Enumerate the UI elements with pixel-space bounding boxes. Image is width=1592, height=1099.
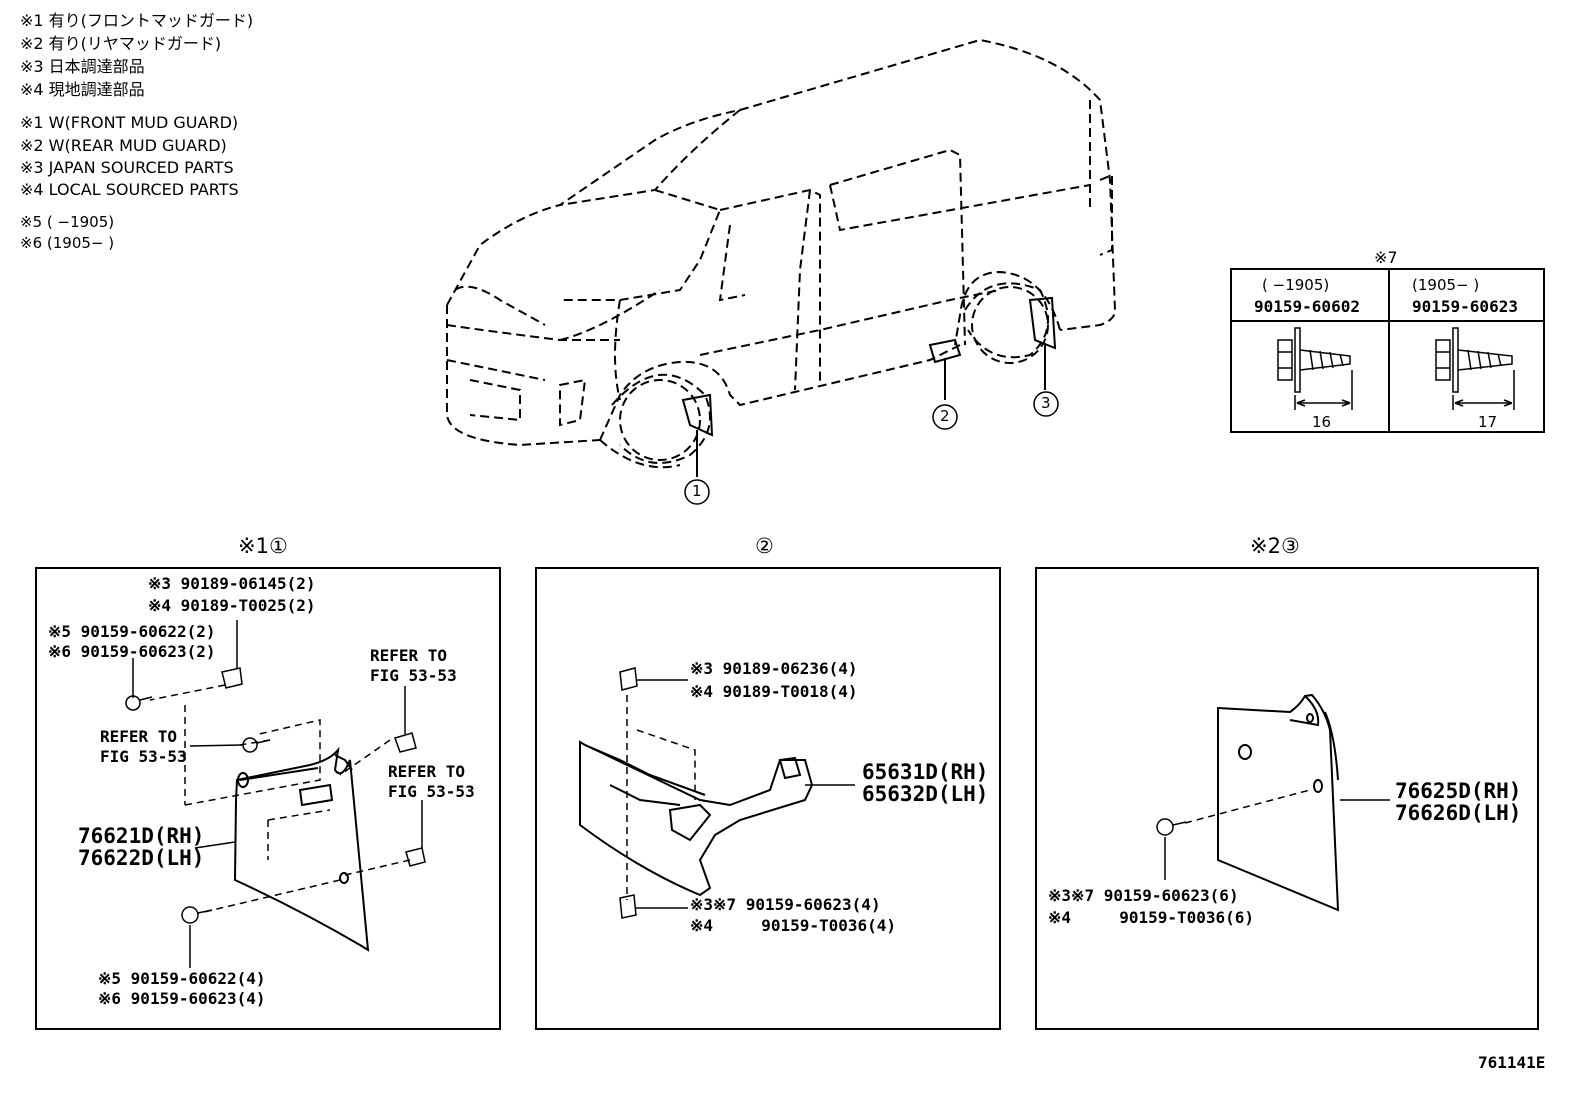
panel-front-mudguard — [35, 567, 501, 1030]
panel1-dashes — [149, 684, 411, 914]
p1-refer-a-1: REFER TO — [370, 646, 448, 665]
p1-label-5-screw-4: ※5 90159-60622(4) — [98, 969, 266, 988]
p2-label-3-7-screw: ※3※7 90159-60623(4) — [690, 895, 881, 914]
panel3-header: ※2③ — [1250, 534, 1300, 558]
p1-label-3-clip: ※3 90189-06145(2) — [148, 574, 316, 593]
panel2-header: ② — [755, 534, 774, 558]
legend-en-1: ※1 W(FRONT MUD GUARD) — [20, 113, 239, 132]
panel2-dashes — [626, 695, 696, 900]
callout-1-circle — [684, 479, 710, 505]
p1-part-lh: 76622D(LH) — [78, 846, 205, 870]
panel-bracket — [535, 567, 1001, 1030]
p3-part-rh: 76625D(RH) — [1395, 779, 1522, 803]
front-mudguard-small — [681, 393, 714, 437]
note7-title: ※7 — [1374, 248, 1398, 267]
note7-part-2: 90159-60623 — [1412, 297, 1518, 316]
p2-label-4-clip: ※4 90189-T0018(4) — [690, 682, 858, 701]
bolt-drawing-17 — [1435, 327, 1515, 410]
legend-ja-1: ※1 有り(フロントマッドガード) — [20, 11, 254, 30]
p1-refer-b-2: FIG 53-53 — [100, 747, 187, 766]
p1-refer-c-1: REFER TO — [388, 762, 466, 781]
p1-refer-a-2: FIG 53-53 — [370, 666, 457, 685]
callout-2-circle — [932, 404, 958, 430]
p2-part-rh: 65631D(RH) — [862, 760, 989, 784]
panel3-fasteners — [1156, 818, 1187, 836]
panel1-fasteners — [125, 667, 426, 924]
panel-rear-mudguard — [1035, 567, 1539, 1030]
p2-label-4-screw: ※4 90159-T0036(4) — [690, 916, 897, 935]
p3-label-3-7-screw: ※3※7 90159-60623(6) — [1048, 886, 1239, 905]
p1-part-rh: 76621D(RH) — [78, 824, 205, 848]
legend-en-2: ※2 W(REAR MUD GUARD) — [20, 136, 227, 155]
p1-label-5-screw-2: ※5 90159-60622(2) — [48, 622, 216, 641]
mudguard-bracket-drawing — [579, 740, 814, 897]
bracket-small — [928, 338, 962, 364]
bolt-drawing-16 — [1277, 327, 1353, 410]
figure-code: 761141E — [1478, 1053, 1546, 1072]
p1-label-6-screw-2: ※6 90159-60623(2) — [48, 642, 216, 661]
legend-period-5: ※5 ( −1905) — [20, 213, 115, 231]
callout-3-circle — [1033, 391, 1059, 417]
rear-mudguard-small — [1028, 296, 1057, 350]
note7-table: ( −1905) 90159-60602 (1905− ) 90159-6062… — [1230, 268, 1545, 433]
callout-2-digit: 2 — [940, 407, 950, 425]
panel2-fasteners — [619, 667, 638, 919]
p3-part-lh: 76626D(LH) — [1395, 801, 1522, 825]
p1-refer-b-1: REFER TO — [100, 727, 178, 746]
note7-period-2: (1905− ) — [1412, 276, 1480, 294]
note7-dim-1: 16 — [1312, 413, 1332, 431]
p2-label-3-clip: ※3 90189-06236(4) — [690, 659, 858, 678]
legend-period-6: ※6 (1905− ) — [20, 234, 115, 252]
p2-part-lh: 65632D(LH) — [862, 782, 989, 806]
van-wheels — [619, 286, 1049, 461]
rear-mudguard-drawing — [1217, 693, 1340, 912]
legend-ja-4: ※4 現地調達部品 — [20, 80, 145, 99]
legend-ja-2: ※2 有り(リヤマッドガード) — [20, 34, 222, 53]
note7-part-1: 90159-60602 — [1254, 297, 1360, 316]
p3-label-4-screw: ※4 90159-T0036(6) — [1048, 908, 1255, 927]
legend-en-3: ※3 JAPAN SOURCED PARTS — [20, 158, 234, 177]
front-mudguard-drawing — [233, 746, 370, 952]
van-outline — [446, 38, 1117, 469]
p1-label-4-clip: ※4 90189-T0025(2) — [148, 596, 316, 615]
callout-3-digit: 3 — [1041, 394, 1051, 412]
callout-1-digit: 1 — [692, 482, 702, 500]
note7-dim-2: 17 — [1478, 413, 1498, 431]
legend-ja-3: ※3 日本調達部品 — [20, 57, 145, 76]
p1-refer-c-2: FIG 53-53 — [388, 782, 475, 801]
panel3-dashes — [1184, 789, 1311, 824]
legend-en-4: ※4 LOCAL SOURCED PARTS — [20, 180, 239, 199]
panel1-header: ※1① — [238, 534, 288, 558]
p1-label-6-screw-4: ※6 90159-60623(4) — [98, 989, 266, 1008]
note7-period-1: ( −1905) — [1262, 276, 1330, 294]
